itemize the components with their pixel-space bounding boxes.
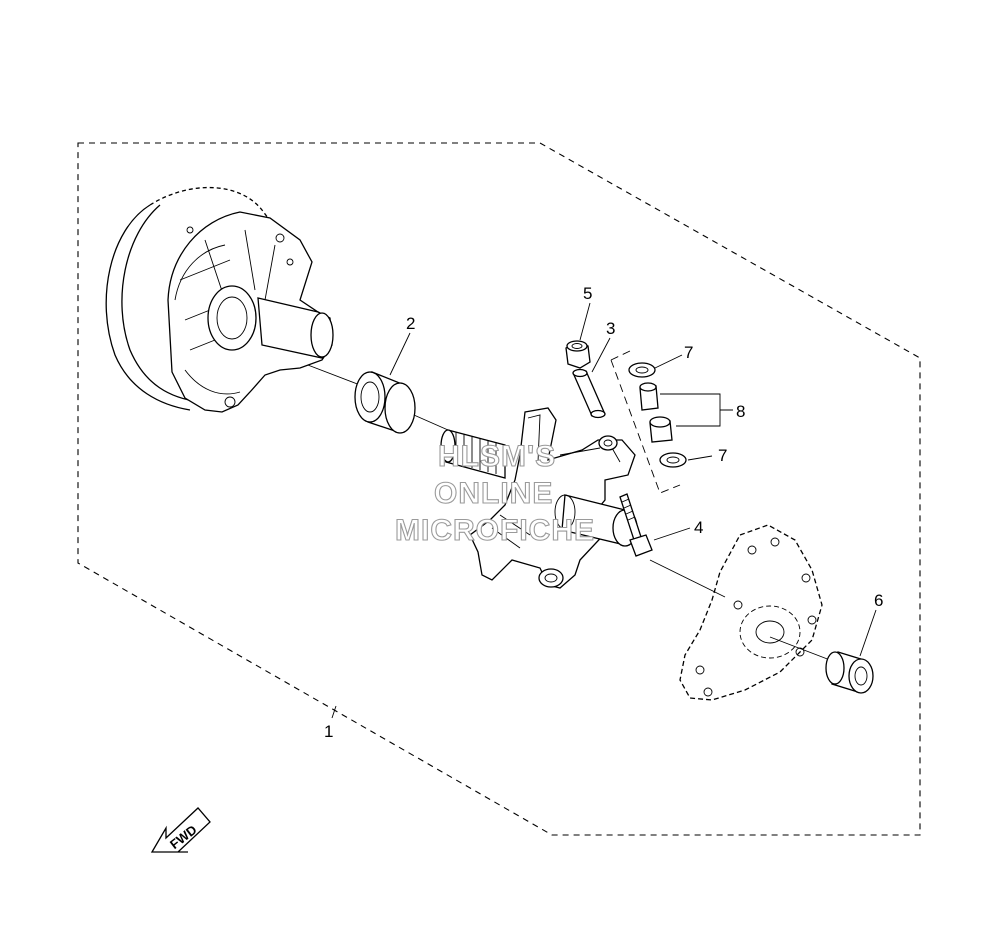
assembly-boundary [77,142,921,836]
cover-plate [679,524,823,701]
callout-1: 1 [324,722,333,741]
part-3-sleeve [572,368,606,419]
washer-group-bracket [610,349,681,494]
part-7-washer-top [628,362,656,378]
part-8-bushing-lower [649,416,673,443]
callout-5: 5 [583,284,592,303]
callout-7-bottom: 7 [718,446,727,465]
watermark-line-1: HLSM'S [438,440,556,473]
callout-4: 4 [694,518,703,537]
watermark-line-3: MICROFICHE [395,514,595,547]
part-4-bolt [619,493,653,557]
leader-lines [331,302,877,719]
fwd-arrow-icon: FWD [150,807,211,853]
spider-casting [440,407,638,589]
part-5-nut [565,340,591,369]
callout-8: 8 [736,402,745,421]
callout-7-top: 7 [684,343,693,362]
watermark-line-2: ONLINE [434,477,553,510]
part-6-bearing [825,651,874,694]
part-8-bushing-upper [639,382,659,411]
callout-2: 2 [406,314,415,333]
part-7-washer-bottom [659,452,687,468]
callout-3: 3 [606,319,615,338]
primary-sheave-housing [105,186,334,413]
callout-6: 6 [874,591,883,610]
part-2-collar [354,371,416,434]
